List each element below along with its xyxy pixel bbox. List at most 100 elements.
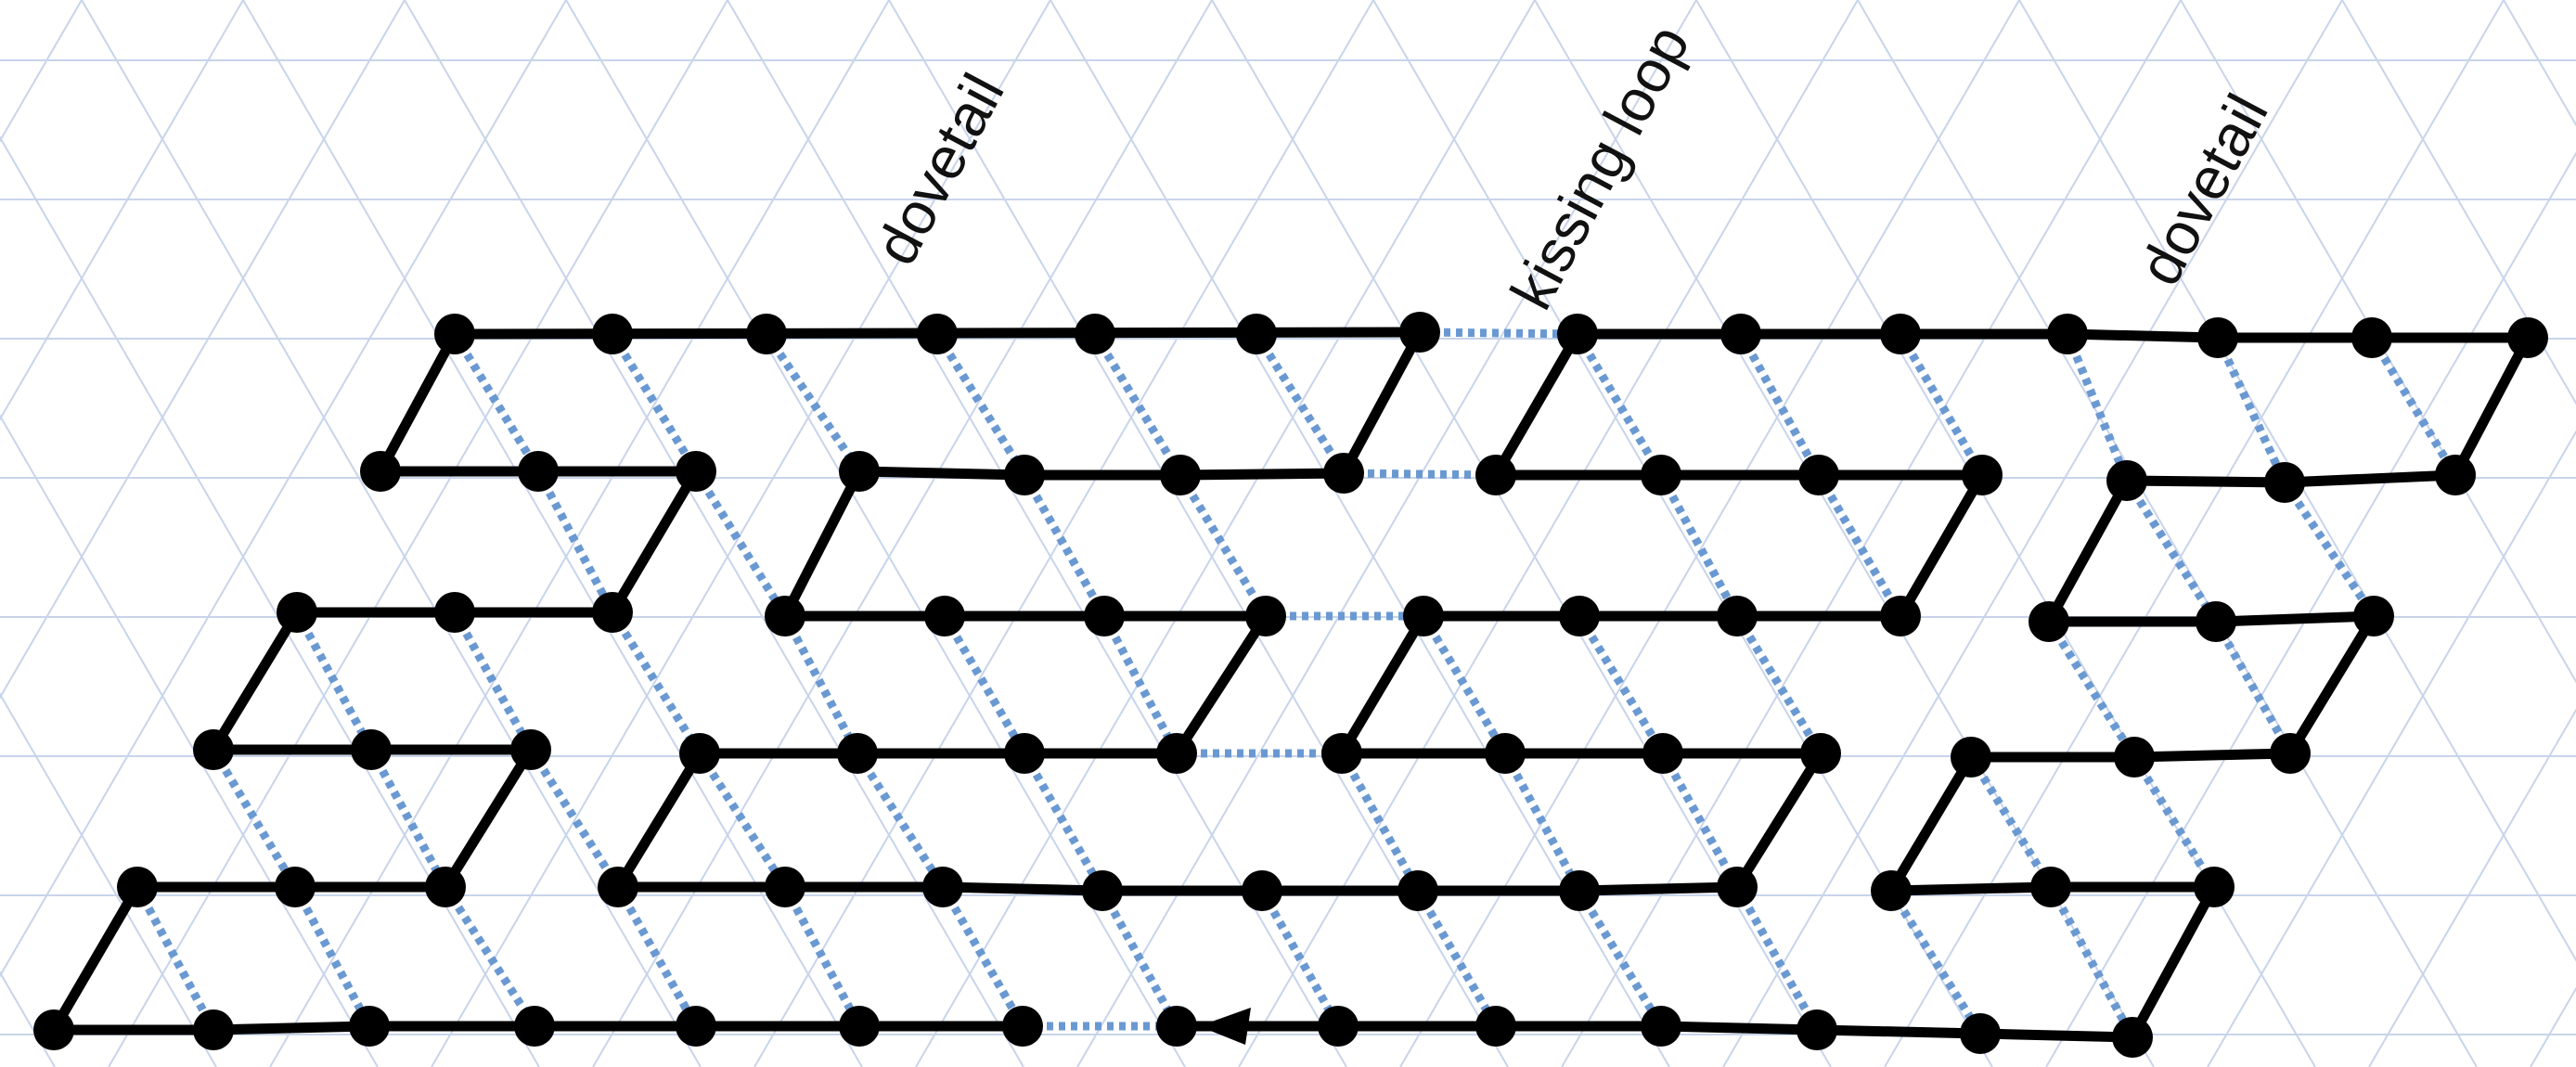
- nucleotide-node: [1951, 737, 1991, 778]
- base-pair-line: [2131, 754, 2218, 890]
- base-pair-line: [2368, 335, 2459, 478]
- nucleotide-node: [2112, 1017, 2153, 1058]
- nucleotide-node: [1004, 455, 1045, 495]
- nucleotide-node: [1880, 596, 1921, 636]
- nucleotide-node: [746, 314, 787, 354]
- nucleotide-node: [2435, 455, 2476, 495]
- nucleotide-node: [598, 867, 638, 907]
- base-pair-line: [1091, 331, 1184, 478]
- nucleotide-node: [2194, 867, 2235, 907]
- nucleotide-node: [1082, 870, 1123, 911]
- nucleotide-node: [1485, 733, 1526, 774]
- nucleotide-node: [349, 1006, 390, 1047]
- base-pair-line: [2063, 332, 2132, 482]
- nucleotide-node: [510, 729, 551, 770]
- nucleotide-node: [592, 592, 633, 633]
- nucleotide-node: [1403, 596, 1444, 636]
- nucleotide-node: [360, 451, 401, 492]
- base-pair-line: [939, 884, 1026, 1029]
- base-pair-line: [293, 610, 375, 752]
- nucleotide-node: [1160, 455, 1201, 495]
- nucleotide-node: [917, 314, 958, 354]
- nucleotide-node: [33, 1009, 74, 1050]
- base-pair-lines: [134, 328, 2459, 1040]
- nucleotide-node: [518, 451, 559, 492]
- nucleotide-node: [1797, 1009, 1837, 1050]
- nucleotide-node: [592, 314, 633, 354]
- base-pair-line: [781, 613, 861, 756]
- base-pair-line: [1815, 472, 1904, 619]
- base-pair-line: [527, 747, 622, 890]
- nucleotide-node: [1871, 870, 1912, 911]
- base-pair-line: [535, 469, 616, 615]
- nucleotide-node: [1475, 1006, 1516, 1047]
- nucleotide-node: [676, 1006, 716, 1047]
- base-pair-line: [941, 613, 1028, 756]
- nucleotide-node: [839, 1006, 880, 1047]
- base-pair-line: [1967, 754, 2054, 890]
- nucleotide-node: [1475, 455, 1516, 495]
- strand-direction-arrow-icon: [1199, 1008, 1251, 1045]
- nucleotide-node: [277, 592, 317, 633]
- nucleotide-node: [117, 867, 158, 907]
- nucleotide-node: [1397, 870, 1438, 911]
- nucleotide-node: [1245, 596, 1286, 636]
- base-pair-line: [1576, 613, 1667, 756]
- base-pair-line: [1419, 328, 1578, 339]
- base-pair-line: [1414, 888, 1500, 1029]
- base-pair-line: [367, 747, 449, 890]
- nucleotide-node: [837, 733, 878, 774]
- base-pair-line: [854, 751, 947, 890]
- nucleotide-node: [1323, 453, 1364, 494]
- nucleotide-node: [1717, 596, 1758, 636]
- base-pair-line: [781, 884, 863, 1029]
- grid-line: [81, 0, 702, 1067]
- nucleotide-node: [2197, 317, 2238, 358]
- nucleotide-node: [924, 596, 965, 636]
- nucleotide-node: [676, 451, 716, 492]
- nucleotide-node: [1800, 733, 1841, 774]
- nucleotide-node: [1641, 455, 1681, 495]
- nucleotide-node: [434, 314, 475, 354]
- base-pair-line: [210, 747, 299, 890]
- nucleotide-node: [193, 1009, 234, 1050]
- nucleotide-node: [1318, 1006, 1359, 1047]
- grid-line: [2207, 430, 2576, 1067]
- base-pair-line: [134, 884, 217, 1033]
- grid-line: [0, 0, 406, 700]
- nucleotide-node: [1236, 314, 1277, 354]
- base-pair-line: [1021, 472, 1108, 619]
- nucleotide-node: [2047, 314, 2088, 354]
- base-pair-line: [291, 884, 373, 1029]
- nucleotide-node: [1557, 314, 1598, 354]
- nucleotide-node: [1399, 312, 1440, 353]
- base-pair-line: [1737, 331, 1823, 478]
- grid-line: [1722, 0, 2343, 1067]
- nucleotide-node: [351, 729, 392, 770]
- nucleotide-node: [2114, 737, 2155, 778]
- nucleotide-node: [679, 733, 720, 774]
- base-pair-line: [451, 331, 542, 474]
- grid-line: [431, 0, 1051, 1067]
- nucleotide-node: [425, 867, 466, 907]
- base-pair-line: [1576, 888, 1665, 1029]
- nucleotide-node: [839, 451, 880, 492]
- nucleotide-nodes: [33, 312, 2548, 1058]
- base-pair-line: [451, 610, 535, 752]
- nucleotide-node: [1156, 1006, 1197, 1047]
- nucleotide-node: [1242, 870, 1282, 911]
- base-pair-line: [1021, 751, 1106, 893]
- grid-line: [0, 0, 244, 421]
- nucleotide-node: [2270, 733, 2311, 774]
- nucleotide-node: [1642, 733, 1683, 774]
- base-pair-line: [442, 884, 538, 1029]
- base-pair-line: [696, 751, 789, 890]
- nucleotide-node: [275, 867, 316, 907]
- grid-line: [0, 692, 217, 1067]
- base-pair-line: [2281, 480, 2377, 619]
- grid-line: [0, 0, 567, 978]
- base-pair-line: [1343, 469, 1497, 480]
- base-pair-line: [1574, 331, 1665, 478]
- grid-line: [2368, 708, 2576, 1067]
